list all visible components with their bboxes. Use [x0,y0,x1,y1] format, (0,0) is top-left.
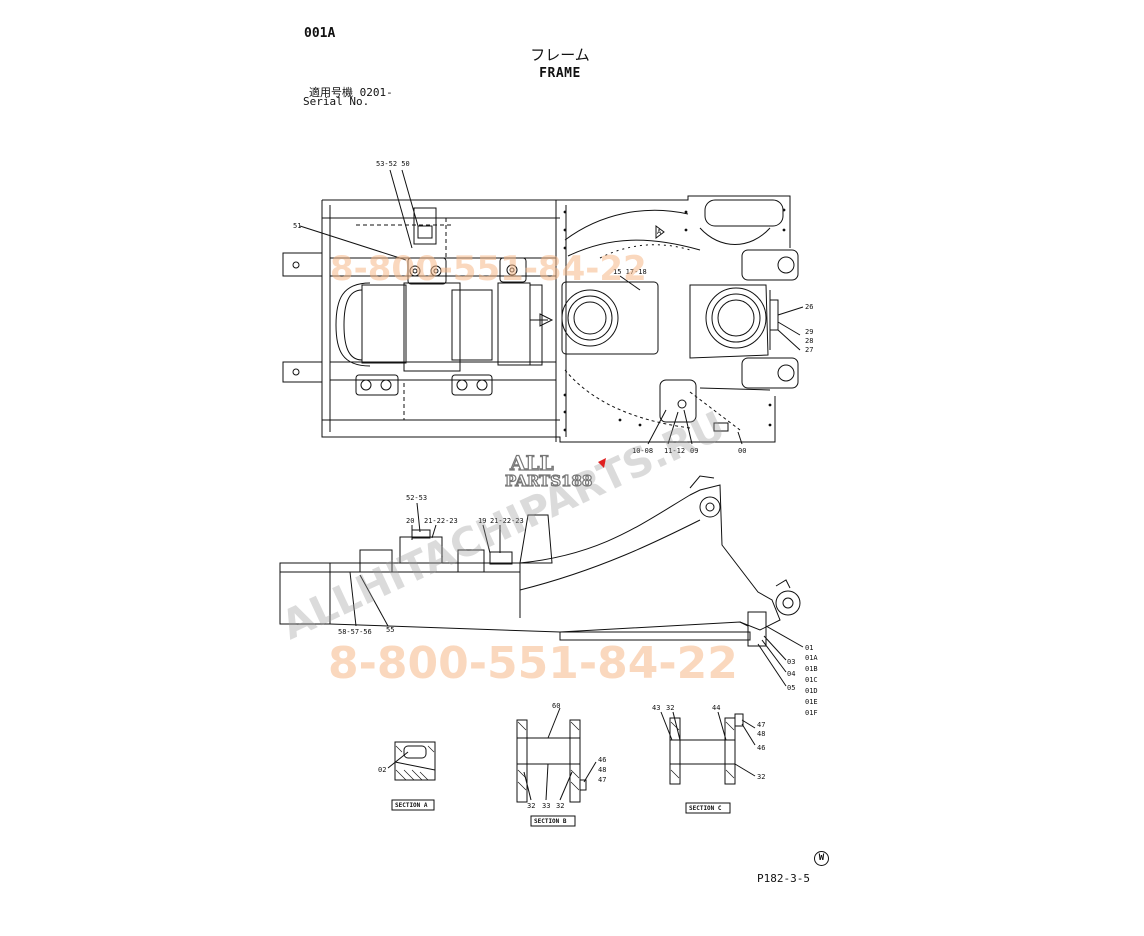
callout-47: 47 [598,776,606,784]
callout-32a: 32 [666,704,674,712]
callout-32b: 32 [757,773,765,781]
side-view [279,475,804,687]
callout-44: 44 [712,704,720,712]
callout-02: 02 [378,766,386,774]
callout-47: 47 [757,721,765,729]
top-view-callouts: 53-52 50 51 15 17-18 26 29 28 27 10-08 1… [293,160,813,455]
watermark-logo-top: ALL [509,451,554,475]
callout-33: 33 [542,802,550,810]
callout-27: 27 [805,346,813,354]
callout-28: 28 [805,337,813,345]
callout-46: 46 [757,744,765,752]
logo-flag-icon [598,458,606,468]
callout-32b: 32 [556,802,564,810]
watermark-logo-bottom: PARTS188 [505,472,592,490]
callout-21-22-23b: 21-22-23 [490,517,524,525]
callout-58-57-56: 58-57-56 [338,628,372,636]
section-a-caption: SECTION A [395,802,428,809]
page-code: 001A [304,26,336,41]
section-c-caption: SECTION C [689,805,722,812]
callout-01: 01 [805,644,813,652]
section-b-callouts: 60 46 48 47 32 33 32 SECTION B [527,702,606,825]
callout-55: 55 [386,626,394,634]
callout-21-22-23a: 21-22-23 [424,517,458,525]
top-view [282,169,804,445]
callout-01c: 01C [805,676,818,684]
side-view-callouts: 52-53 20 21-22-23 19 21-22-23 58-57-56 5… [338,494,818,717]
watermark-phone-top: 8-800-551-84-22 [330,249,647,289]
callout-15-17-18: 15 17-18 [613,268,647,276]
callout-48: 48 [757,730,765,738]
callout-01e: 01E [805,698,818,706]
callout-09: 09 [690,447,698,455]
callout-52-53: 52-53 [406,494,427,502]
callout-51: 51 [293,222,301,230]
callout-48: 48 [598,766,606,774]
section-b-caption: SECTION B [534,818,567,825]
section-b-view [516,707,597,827]
page-title-japanese: フレーム [530,46,590,64]
section-a-marker: A [657,228,662,236]
callout-01d: 01D [805,687,818,695]
page-reference: P182-3-5 [757,872,810,885]
w-circle-icon: W [814,851,829,866]
callout-29: 29 [805,328,813,336]
callout-60: 60 [552,702,560,710]
callout-19: 19 [478,517,486,525]
callout-46: 46 [598,756,606,764]
callout-00: 00 [738,447,746,455]
callout-53-52-50: 53-52 50 [376,160,410,168]
section-c-callouts: 43 32 44 47 48 46 32 SECTION C [652,704,765,812]
watermark-phone-bottom: 8-800-551-84-22 [328,638,738,689]
serial-label-japanese: 適用号機 0201- [309,86,393,99]
callout-01b: 01B [805,665,818,673]
callout-43: 43 [652,704,660,712]
callout-10-08: 10-08 [632,447,653,455]
callout-26: 26 [805,303,813,311]
callout-05: 05 [787,684,795,692]
callout-11-12: 11-12 [664,447,685,455]
section-c-view [660,711,756,814]
callout-20: 20 [406,517,414,525]
page-title: FRAME [539,66,581,81]
callout-03: 03 [787,658,795,666]
callout-01f: 01F [805,709,818,717]
callout-32a: 32 [527,802,535,810]
watermark-diagonal: ALLHITACHIPARTS.RU [275,403,732,649]
section-a-view [387,741,436,811]
callout-04: 04 [787,670,795,678]
callout-01a: 01A [805,654,818,662]
section-a-callouts: 02 SECTION A [378,766,428,809]
serial-label: Serial No. [303,95,370,108]
